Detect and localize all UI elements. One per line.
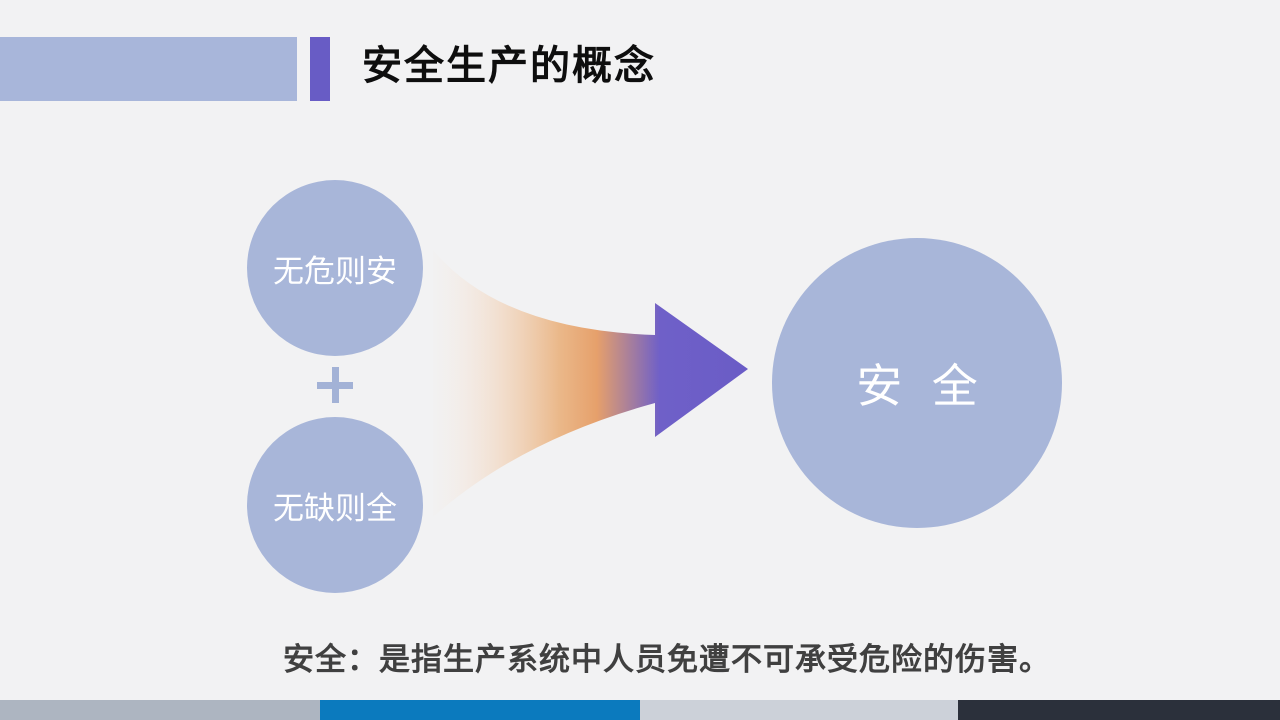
circle-safety-result: 安 全	[772, 238, 1062, 528]
circle-no-defect: 无缺则全	[247, 417, 423, 593]
footer-segment-light	[640, 700, 958, 720]
gradient-arrow-icon	[433, 250, 748, 517]
footer-segment-blue	[320, 700, 640, 720]
circle-no-defect-label: 无缺则全	[273, 490, 397, 526]
circle-safety-result-label: 安 全	[856, 361, 978, 412]
title-accent-bar	[0, 37, 297, 101]
circle-no-danger-label: 无危则安	[273, 253, 397, 289]
caption-definition: 安全：是指生产系统中人员免遭不可承受危险的伤害。	[283, 642, 1051, 677]
footer-bar	[0, 700, 1280, 720]
footer-segment-gray	[0, 700, 320, 720]
plus-icon	[317, 367, 353, 403]
footer-segment-dark	[958, 700, 1280, 720]
title-accent-marker	[310, 37, 330, 101]
circle-no-danger: 无危则安	[247, 180, 423, 356]
slide-title: 安全生产的概念	[362, 43, 656, 88]
